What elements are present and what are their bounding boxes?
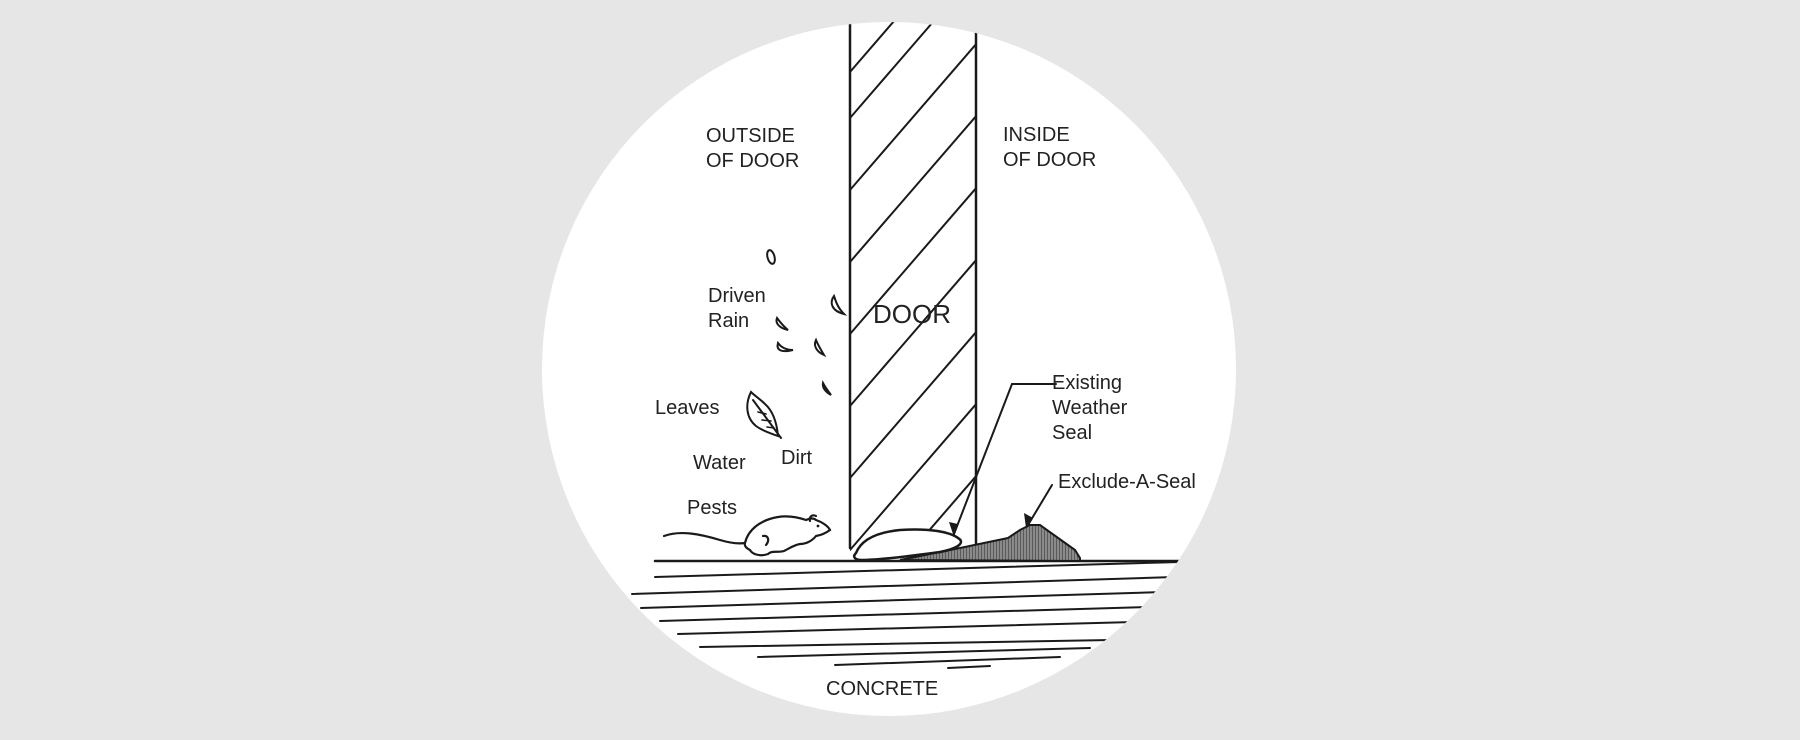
dirt-label: Dirt: [781, 447, 813, 469]
existing-line3: Seal: [1052, 422, 1093, 444]
leaf-icon: [746, 390, 782, 439]
concrete-label: CONCRETE: [826, 678, 939, 700]
existing-seal-leader: [953, 383, 1057, 535]
existing-seal-arrowhead: [949, 522, 958, 537]
driven-line1: Driven: [708, 285, 766, 307]
raindrop-icon: [766, 249, 776, 265]
inside-line1: INSIDE: [1003, 124, 1070, 146]
door-label: DOOR: [873, 299, 951, 329]
circle-backdrop: [542, 22, 1236, 716]
raindrop-icon: [775, 315, 789, 331]
outside-line1: OUTSIDE: [706, 125, 795, 147]
raindrop-icon: [814, 337, 827, 358]
water-label: Water: [693, 452, 746, 474]
concrete-hatch: [631, 561, 1181, 669]
exclude-seal-arrowhead: [1024, 513, 1033, 528]
raindrop-icon: [830, 293, 848, 316]
mouse-icon: [662, 514, 832, 557]
exclude-a-seal-label: Exclude-A-Seal: [1058, 471, 1196, 493]
raindrop-icons: [766, 249, 848, 396]
driven-line2: Rain: [708, 310, 750, 332]
existing-weather-seal-label: Existing Weather Seal: [1052, 371, 1127, 446]
pests-label: Pests: [687, 497, 738, 519]
outside-of-door-label: OUTSIDE OF DOOR: [706, 124, 799, 174]
door-hatch: [850, 22, 976, 556]
inside-of-door-label: INSIDE OF DOOR: [1003, 123, 1096, 173]
raindrop-icon: [821, 379, 832, 396]
outside-line2: OF DOOR: [706, 150, 800, 172]
existing-weather-seal: [853, 528, 963, 562]
existing-line1: Existing: [1052, 372, 1123, 394]
driven-rain-label: Driven Rain: [708, 284, 766, 334]
inside-line2: OF DOOR: [1003, 149, 1097, 171]
leaves-label: Leaves: [655, 397, 720, 419]
existing-line2: Weather: [1052, 397, 1128, 419]
raindrop-icon: [776, 340, 794, 353]
